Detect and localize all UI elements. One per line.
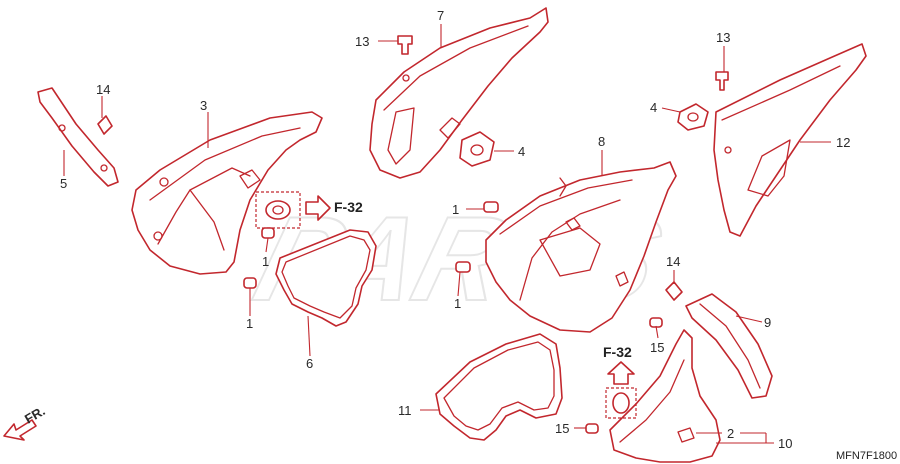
part-1-bolt-a <box>261 227 275 239</box>
part-7-upper-cover <box>369 7 549 179</box>
callout-15-a: 15 <box>650 340 664 355</box>
callout-7: 7 <box>437 8 444 23</box>
callout-4-b: 4 <box>650 100 657 115</box>
callout-8: 8 <box>598 134 605 149</box>
callout-15-b: 15 <box>555 421 569 436</box>
part-8-center-panel <box>485 161 677 333</box>
part-14-clip-right <box>665 281 683 301</box>
diagram-code: MFN7F1800 <box>836 450 897 462</box>
part-3-left-side-cover <box>131 111 323 275</box>
part-15-bolt-b <box>585 423 599 434</box>
part-9-side-strip <box>685 293 773 399</box>
part-10-lower-cover <box>609 329 721 463</box>
front-direction-arrow-icon <box>3 419 37 441</box>
part-13-screw-a <box>397 35 413 55</box>
callout-10: 10 <box>778 436 792 451</box>
callout-11: 11 <box>398 403 412 418</box>
leader-lines <box>63 24 831 444</box>
ref-label-f32-up: F-32 <box>603 344 632 360</box>
part-14-clip-left <box>97 115 113 135</box>
part-4-grommet-b <box>459 131 495 167</box>
callout-5: 5 <box>60 176 67 191</box>
part-1-bolt-c <box>483 201 499 213</box>
part-6-gasket <box>275 229 377 327</box>
part-11-gasket <box>435 333 563 441</box>
callout-14-left: 14 <box>96 82 110 97</box>
callout-1-d: 1 <box>454 296 461 311</box>
part-13-screw-b <box>715 71 729 91</box>
part-4-grommet-ref <box>255 191 301 229</box>
callout-2: 2 <box>727 426 734 441</box>
callout-4-a: 4 <box>518 144 525 159</box>
part-4-grommet-c <box>677 103 709 131</box>
callout-13-a: 13 <box>355 34 369 49</box>
callout-6: 6 <box>306 356 313 371</box>
part-1-bolt-d <box>455 261 471 273</box>
callout-12: 12 <box>836 135 850 150</box>
ref-label-f32-right: F-32 <box>334 199 363 215</box>
callout-14-right: 14 <box>666 254 680 269</box>
ref-arrow-right <box>305 195 331 221</box>
callout-1-a: 1 <box>262 254 269 269</box>
callout-3: 3 <box>200 98 207 113</box>
ref-arrow-up <box>607 361 635 385</box>
callout-9: 9 <box>764 315 771 330</box>
part-5-bracket <box>37 87 119 187</box>
part-grommet-ref-lower <box>605 387 637 419</box>
part-15-bolt-a <box>649 317 663 328</box>
callout-13-b: 13 <box>716 30 730 45</box>
part-1-bolt-b <box>243 277 257 289</box>
callout-1-c: 1 <box>452 202 459 217</box>
callout-1-b: 1 <box>246 316 253 331</box>
part-12-right-cover <box>713 43 867 237</box>
